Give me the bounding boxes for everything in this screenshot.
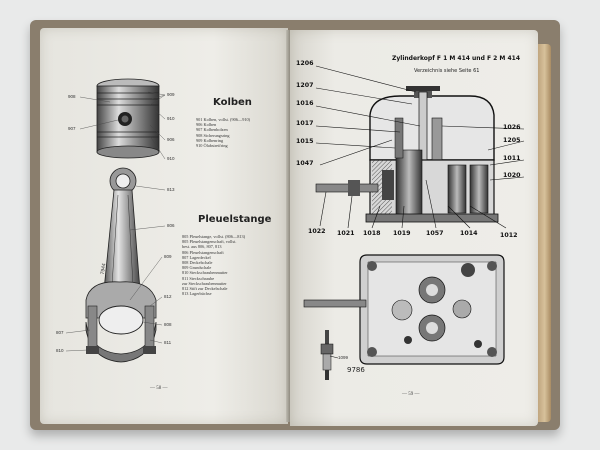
- callout-1099: 1099: [338, 355, 349, 360]
- list-item: 811 Steckschraube: [182, 275, 215, 281]
- callout-908: 908: [68, 94, 76, 99]
- list-item: 907 Kolbenbolzen: [196, 127, 228, 133]
- list-item: 901 Kolben, vollst. (906—910): [196, 117, 251, 122]
- callout-813: 813: [167, 187, 175, 192]
- list-item: 806 Pleuelstangenschaft: [182, 249, 224, 255]
- callout-1020: 1020: [503, 172, 521, 179]
- list-item: 808 Deckelschale: [182, 260, 213, 266]
- callout-1011: 1011: [503, 155, 521, 162]
- plate-number: 9786: [347, 366, 365, 374]
- callout-810: 810: [56, 348, 64, 353]
- callout-1015: 1015: [296, 138, 314, 145]
- list-item: 807 Lagerdeckel: [182, 254, 211, 260]
- callout-808: 808: [164, 322, 172, 327]
- pleuel-parts-list: 805 Pleuelstange, vollst. (806—813) 805 …: [182, 234, 245, 296]
- callout-906: 906: [167, 137, 175, 142]
- list-item: 812 Stift zur Deckelschale: [182, 286, 228, 292]
- list-item: 909 Kolbenring: [196, 137, 224, 143]
- callout-809: 809: [164, 254, 172, 259]
- list-item: zur Steckschraubenmutter: [182, 280, 227, 286]
- list-item: 810 Steckschraubenmutter: [182, 270, 228, 276]
- callout-812: 812: [164, 294, 172, 299]
- callout-910a: 910: [167, 116, 175, 121]
- callout-1018: 1018: [363, 230, 381, 237]
- callout-807: 807: [56, 330, 64, 335]
- callout-806: 806: [167, 223, 175, 228]
- callout-1207: 1207: [296, 82, 314, 89]
- heading-kolben: Kolben: [213, 97, 252, 108]
- callout-1014: 1014: [460, 230, 478, 237]
- list-item: 906 Kolben: [196, 122, 217, 128]
- list-item: best. aus 806, 807, 813: [182, 244, 222, 250]
- cylinder-head-subtitle: Verzeichnis siehe Seite 61: [414, 68, 480, 74]
- page-edges: [535, 44, 551, 422]
- callout-1021: 1021: [337, 230, 355, 237]
- right-page-number: — 59 —: [402, 392, 420, 397]
- list-item: 805 Pleuelstangenschaft, vollst.: [182, 239, 237, 245]
- callout-811: 811: [164, 340, 172, 345]
- callout-1017: 1017: [296, 120, 314, 127]
- list-item: 908 Sicherungsring: [196, 132, 230, 138]
- list-item: 809 Grundschale: [182, 265, 212, 271]
- list-item: 910 Ölabstreifring: [196, 143, 228, 149]
- callout-1026: 1026: [503, 124, 521, 131]
- callout-1012: 1012: [500, 232, 518, 239]
- callout-1206: 1206: [296, 60, 314, 67]
- callout-1205: 1205: [503, 137, 521, 144]
- kolben-parts-list: 901 Kolben, vollst. (906—910) 906 Kolben…: [196, 117, 250, 148]
- left-page-number: — 58 —: [150, 386, 168, 391]
- callout-909: 909: [167, 92, 175, 97]
- callout-907: 907: [68, 126, 76, 131]
- list-item: 813 Lagerbüchse: [182, 291, 212, 297]
- callout-1047: 1047: [296, 160, 314, 167]
- callout-1022: 1022: [308, 228, 326, 235]
- heading-pleuelstange: Pleuelstange: [198, 214, 272, 225]
- callout-910b: 910: [167, 156, 175, 161]
- cylinder-head-title: Zylinderkopf F 1 M 414 und F 2 M 414: [392, 55, 521, 62]
- callout-1057: 1057: [426, 230, 444, 237]
- list-item: 805 Pleuelstange, vollst. (806—813): [182, 234, 246, 239]
- callout-1019: 1019: [393, 230, 411, 237]
- callout-1016: 1016: [296, 100, 314, 107]
